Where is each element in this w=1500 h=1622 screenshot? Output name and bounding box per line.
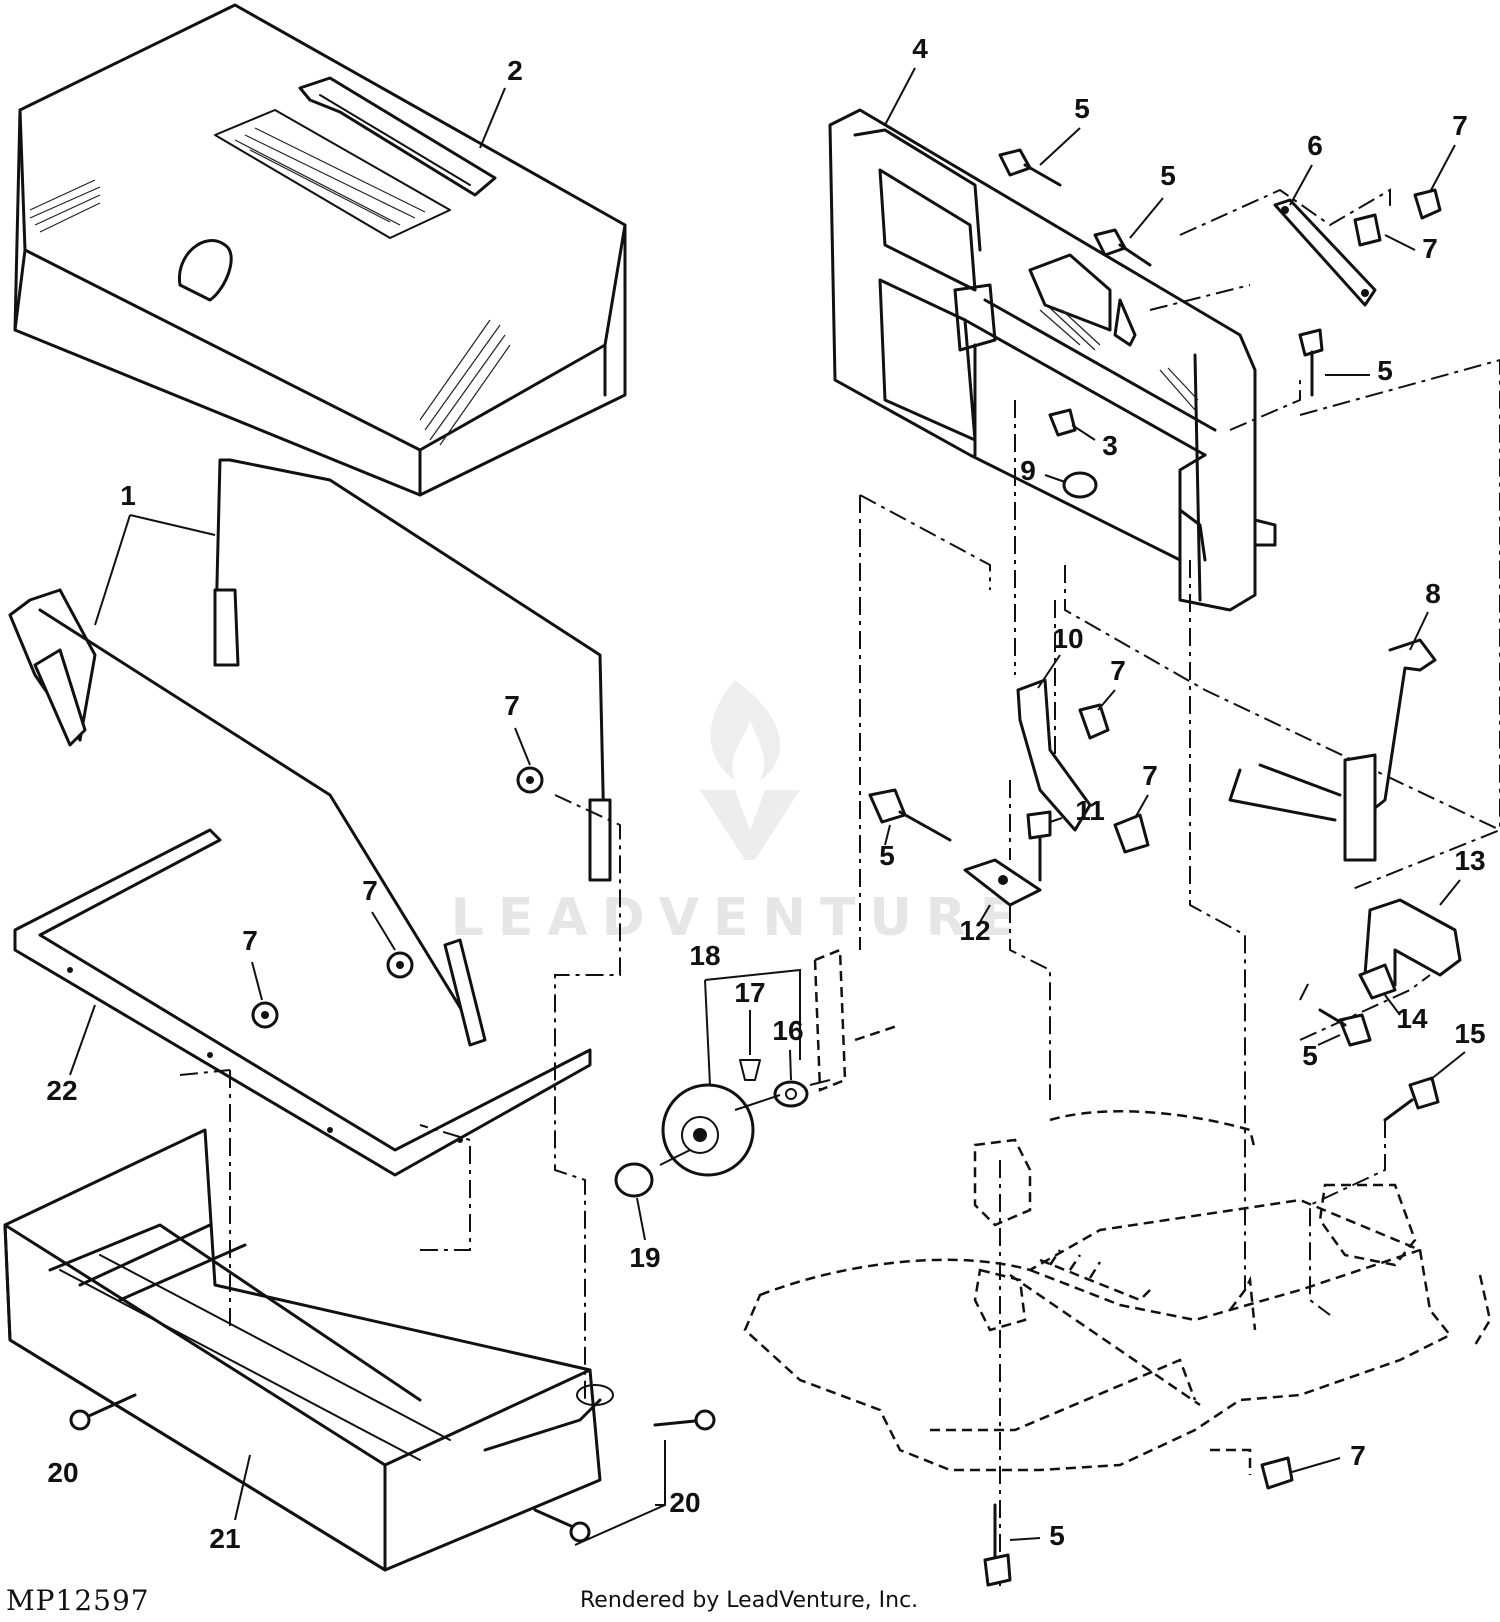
callout-7-a: 7 (504, 690, 520, 721)
callout-11: 11 (1075, 795, 1105, 826)
bolt-11-plate-12 (963, 810, 1052, 907)
callout-7-b: 7 (362, 875, 378, 906)
watermark-text: LEADVENTURE (451, 888, 1030, 948)
frame-22 (13, 828, 592, 1177)
callout-2: 2 (507, 55, 523, 86)
mount-bracket-4 (828, 108, 1277, 612)
callout-3: 3 (1102, 430, 1118, 461)
callout-5-e: 5 (1302, 1040, 1318, 1071)
tractor-chassis-outline (743, 1110, 1492, 1475)
plate-6 (1273, 198, 1377, 307)
latch-handle-8 (1228, 638, 1437, 862)
callout-7-f: 7 (1110, 655, 1126, 686)
callout-1: 1 (120, 480, 136, 511)
callout-6: 6 (1307, 130, 1323, 161)
callout-8: 8 (1425, 578, 1441, 609)
bottom-hardware (983, 1456, 1294, 1587)
nut-3-washer-9 (1048, 408, 1098, 499)
bolts-5-top (998, 148, 1324, 397)
callout-20-left: 20 (47, 1457, 78, 1488)
callout-7-h: 7 (1350, 1440, 1366, 1471)
watermark-logo (700, 680, 800, 860)
callout-4: 4 (912, 33, 928, 64)
callout-7-d: 7 (1452, 110, 1468, 141)
cover-box (13, 3, 627, 497)
bracket-13 (1318, 898, 1462, 1047)
callout-22: 22 (46, 1075, 77, 1106)
callout-21: 21 (209, 1523, 240, 1554)
callout-15: 15 (1454, 1018, 1485, 1049)
credit-line: Rendered by LeadVenture, Inc. (580, 1588, 919, 1613)
callout-20-right: 20 (669, 1487, 700, 1518)
callout-14: 14 (1396, 1003, 1428, 1034)
bolts-20 (69, 1393, 716, 1546)
callout-17: 17 (734, 977, 765, 1008)
callout-5-f: 5 (1049, 1520, 1065, 1551)
callout-12: 12 (959, 915, 990, 946)
callout-5-b: 5 (1160, 160, 1176, 191)
stud-15 (1383, 1076, 1440, 1122)
callout-5-d: 5 (879, 840, 895, 871)
callout-5-c: 5 (1377, 355, 1393, 386)
nuts-7-middle (1078, 703, 1150, 854)
callout-19: 19 (629, 1242, 660, 1273)
support-rods (8, 458, 612, 1047)
nuts-7-top-right (1353, 188, 1442, 247)
callout-18: 18 (689, 940, 720, 971)
bracket-10 (1016, 678, 1092, 832)
tray-21 (3, 1128, 614, 1572)
nuts-7-left (251, 766, 544, 1029)
callout-7-c: 7 (242, 925, 258, 956)
callout-5-a: 5 (1074, 93, 1090, 124)
callout-10: 10 (1052, 623, 1083, 654)
callout-7-e: 7 (1422, 233, 1438, 264)
figure-id: MP12597 (6, 1584, 150, 1617)
callout-16: 16 (772, 1015, 803, 1046)
wheel-assembly (614, 948, 901, 1198)
callout-9: 9 (1020, 455, 1036, 486)
bolt-5-middle (868, 788, 952, 842)
callout-13: 13 (1454, 845, 1485, 876)
callout-7-g: 7 (1142, 760, 1158, 791)
